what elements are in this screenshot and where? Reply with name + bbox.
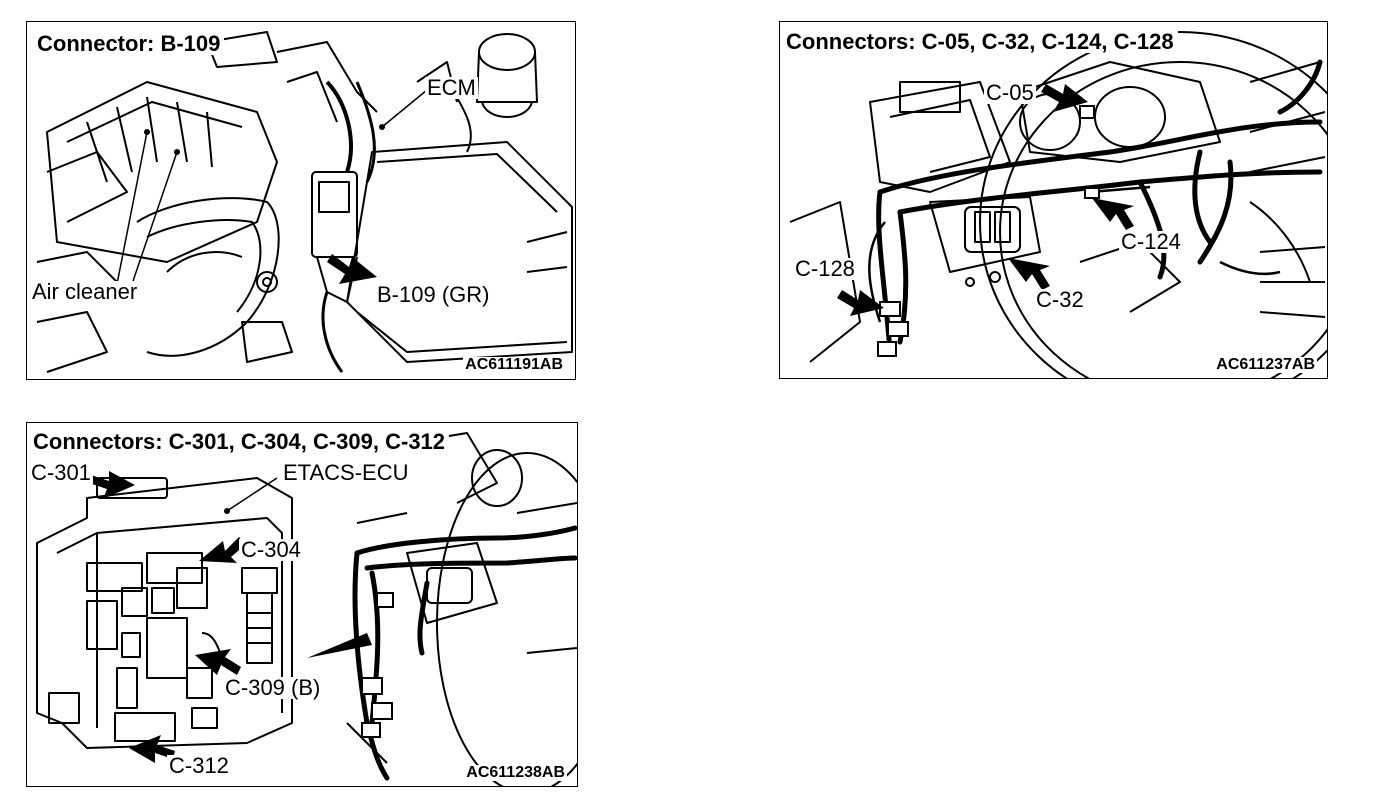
panel-b109: Connector: B-109 ECM Air cleaner B-109 (…	[26, 21, 576, 380]
arrow-b109	[327, 254, 377, 284]
label-c304: C-304	[239, 537, 303, 562]
label-c124: C-124	[1119, 229, 1183, 254]
figure-code: AC611191AB	[463, 356, 565, 373]
figure-code: AC611238AB	[464, 764, 567, 781]
arrow-c301	[89, 471, 135, 499]
panel-title: Connectors: C-05, C-32, C-124, C-128	[782, 31, 1178, 53]
panel-title: Connector: B-109	[33, 33, 225, 55]
etacs-ecu-illustration	[36, 432, 577, 786]
label-c128: C-128	[793, 256, 857, 281]
label-c32: C-32	[1034, 287, 1086, 312]
arrow-c32	[1008, 258, 1050, 290]
pointer-wedge	[307, 633, 372, 658]
panel-c05-c32-c124-c128: Connectors: C-05, C-32, C-124, C-128 C-0…	[779, 21, 1328, 379]
arrow-c128	[837, 290, 884, 316]
label-c05: C-05	[984, 80, 1036, 105]
arrow-c304	[199, 537, 245, 563]
label-c309: C-309 (B)	[223, 675, 323, 700]
arrow-c05	[1041, 84, 1088, 112]
dashboard-harness-illustration	[789, 31, 1327, 378]
arrow-c312	[129, 735, 175, 763]
arrow-c309	[195, 649, 241, 675]
arrow-c124	[1092, 198, 1134, 230]
figure-code: AC611237AB	[1214, 356, 1317, 373]
label-c312: C-312	[167, 753, 231, 778]
label-air-cleaner: Air cleaner	[30, 279, 140, 304]
panel-c301-c304-c309-c312: Connectors: C-301, C-304, C-309, C-312 C…	[26, 422, 578, 787]
label-b109: B-109 (GR)	[375, 282, 492, 307]
label-ecm: ECM	[425, 75, 478, 100]
engine-bay-illustration	[36, 31, 573, 373]
label-c301: C-301	[29, 460, 93, 485]
panel-title: Connectors: C-301, C-304, C-309, C-312	[29, 431, 450, 453]
label-etacs-ecu: ETACS-ECU	[281, 460, 411, 485]
